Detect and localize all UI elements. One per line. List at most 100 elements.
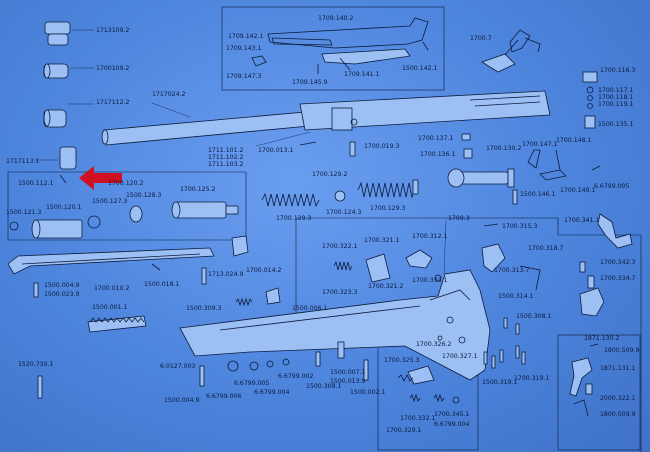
part-1700010-rail (7, 247, 215, 275)
part-1709140 (267, 17, 429, 49)
label-1500135: 1500.135.1 (598, 121, 633, 128)
label-1700319: 1700.319.1 (514, 375, 549, 382)
part-1500308b (315, 351, 321, 367)
label-1500128: 1500.128.3 (126, 192, 161, 199)
label-1709147: 1709.147.3 (226, 73, 261, 80)
part-1500146 (512, 189, 518, 205)
part-1700327 (407, 365, 435, 385)
part-1700341-lever (597, 213, 633, 249)
spring-1700325 (397, 374, 414, 382)
label-1700116: 1700.116.3 (600, 67, 635, 74)
part-1520730 (37, 375, 43, 399)
part-1700019 (349, 141, 356, 157)
label-1800509b: 1800.509.9 (600, 411, 635, 418)
label-1500023: 1500.023.9 (44, 291, 79, 298)
label-6799005b: 6.6799.005 (234, 380, 269, 387)
spring-1500309 (235, 297, 253, 307)
part-2000322 (585, 383, 593, 395)
label-1700323: 1700.323.3 (322, 289, 357, 296)
label-1709145: 1709.145.9 (292, 79, 327, 86)
label-1871130: 1871.130.2 (584, 335, 619, 342)
label-1709142: 1709.142.1 (228, 33, 263, 40)
part-1500314 (503, 317, 508, 329)
label-1711102: 1711.102.2 (208, 154, 243, 161)
label-1700148: 1700.148.1 (556, 137, 591, 144)
label-1700341: 1700.341.1 (564, 217, 599, 224)
part-1700148 (555, 149, 561, 171)
pins-1700319 (515, 345, 526, 365)
part-1500135 (584, 115, 596, 129)
part-1500006 (265, 287, 281, 305)
label-1713109: 1713109.2 (96, 27, 130, 34)
part-1500128 (129, 205, 143, 223)
part-6799002 (282, 358, 290, 366)
label-1500120: 1500.120.1 (46, 204, 81, 211)
label-6799002: 6.6799.002 (278, 373, 313, 380)
label-1500319: 1500.319.1 (482, 379, 517, 386)
part-1500007 (337, 341, 345, 359)
part-1500002 (363, 359, 369, 381)
label-1500007: 1500.007.1 (330, 369, 365, 376)
label-1700117: 1700.117.1 (598, 87, 633, 94)
label-1717112: 1717112.2 (96, 99, 130, 106)
part-1700312 (481, 243, 506, 273)
label-1500142: 1500.142.1 (402, 65, 437, 72)
part-1709143 (251, 55, 267, 67)
label-1717024: 1717024.2 (152, 91, 186, 98)
part-1800509b (573, 399, 589, 417)
label-1700136: 1700.136.1 (420, 151, 455, 158)
part-1700318 (519, 265, 541, 291)
label-1700-7: 1700.7 (470, 35, 492, 42)
label-1709140: 1709.140.2 (318, 15, 353, 22)
part-1700321 (405, 249, 433, 269)
red-pointer-arrow (79, 166, 122, 190)
label-1500013: 1500.013.9 (330, 378, 365, 385)
label-1871131: 1871.131.1 (600, 365, 635, 372)
lower-assembly-box (296, 217, 642, 452)
part-1700322 (365, 253, 391, 283)
part-1800509a (589, 343, 599, 347)
label-1700315: 1700.315.3 (502, 223, 537, 230)
label-1700342: 1700.342.3 (600, 259, 635, 266)
part-1700342 (579, 261, 586, 273)
label-1700124: 1700.124.3 (326, 209, 361, 216)
part-1500004b (199, 365, 205, 387)
label-1700333: 1700.333.1 (412, 277, 447, 284)
label-1700130: 1700.130.2 (486, 145, 521, 152)
label-1700129c: 1700.129.3 (370, 205, 405, 212)
label-6799005: 6.6799.005 (594, 183, 629, 190)
part-1700124 (334, 190, 346, 202)
label-1700318: 1700.318.7 (528, 245, 563, 252)
part-1500018 (151, 263, 161, 271)
part-1713024 (201, 267, 207, 285)
part-1700125-cylinder (171, 201, 239, 219)
spring-1700323 (333, 260, 353, 272)
label-1500004: 1500.004.9 (44, 282, 79, 289)
spring-1700129-left (261, 192, 320, 208)
label-1500004b: 1500.004.9 (164, 397, 199, 404)
label-1500127: 1500.127.3 (92, 198, 127, 205)
label-1717113: 1717113.1 (6, 158, 40, 165)
part-1700137 (461, 133, 471, 141)
part-1500004 (33, 282, 39, 298)
label-6799004b: 6.6799.004 (434, 421, 469, 428)
part-1700013 (299, 141, 317, 146)
label-1700010: 1700.010.2 (94, 285, 129, 292)
part-1500011-rack (87, 315, 147, 333)
label-1700329: 1700.329.1 (386, 427, 421, 434)
label-1700326: 1700.326.2 (416, 341, 451, 348)
part-1717113 (35, 146, 77, 170)
part-1700333 (434, 274, 442, 282)
label-1500006: 1500.006.1 (292, 305, 327, 312)
leader-1709-3 (443, 219, 447, 275)
label-6799004: 6.6799.004 (254, 389, 289, 396)
label-1700120: 1700.120.2 (108, 180, 143, 187)
part-1700116 (582, 71, 598, 83)
label-1700147: 1700.147.1 (522, 141, 557, 148)
label-1700129a: 1700.129.2 (312, 171, 347, 178)
label-1700137: 1700.137.1 (418, 135, 453, 142)
part-1709142 (271, 37, 333, 46)
part-1700147 (527, 149, 541, 169)
label-1700312: 1700.312.1 (412, 233, 447, 240)
